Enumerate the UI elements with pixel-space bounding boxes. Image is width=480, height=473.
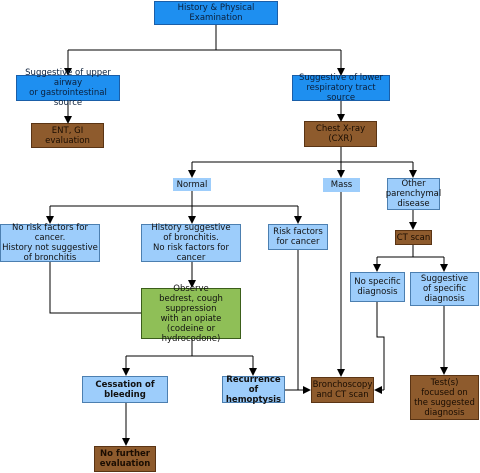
node-normal: Normal	[173, 178, 211, 191]
node-lower-respiratory: Suggestive of lower respiratory tract so…	[292, 73, 390, 103]
node-chest-xray: Chest X-ray (CXR)	[304, 121, 377, 147]
node-cessation-of-bleeding: Cessation of bleeding	[82, 376, 168, 403]
node-tests-focused: Test(s) focused on the suggested diagnos…	[410, 375, 479, 420]
node-history-bronchitis: History suggestive of bronchitis. No ris…	[141, 223, 241, 263]
node-ent-gi-evaluation: ENT, GI evaluation	[31, 123, 104, 148]
node-other-parenchymal: Other parenchymal disease	[385, 178, 442, 210]
node-no-specific-diagnosis: No specific diagnosis	[350, 272, 405, 302]
node-recurrence-hemoptysis: Recurrence of hemoptysis	[222, 375, 285, 405]
node-upper-airway: Suggestive of upper airway or gastrointe…	[16, 68, 120, 108]
node-no-risk-factors: No risk factors for cancer. History not …	[0, 223, 100, 263]
node-ct-scan: CT scan	[395, 230, 432, 245]
node-history-physical-exam: History & Physical Examination	[154, 1, 278, 25]
node-bronchoscopy-ct: Bronchoscopy and CT scan	[311, 377, 374, 403]
node-risk-factors-cancer: Risk factors for cancer	[268, 224, 328, 250]
node-mass: Mass	[323, 178, 360, 192]
node-suggestive-specific-diagnosis: Suggestive of specific diagnosis	[410, 272, 479, 306]
node-observe: Observe bedrest, cough suppression with …	[141, 284, 241, 344]
node-no-further-evaluation: No further evaluation	[94, 446, 156, 472]
